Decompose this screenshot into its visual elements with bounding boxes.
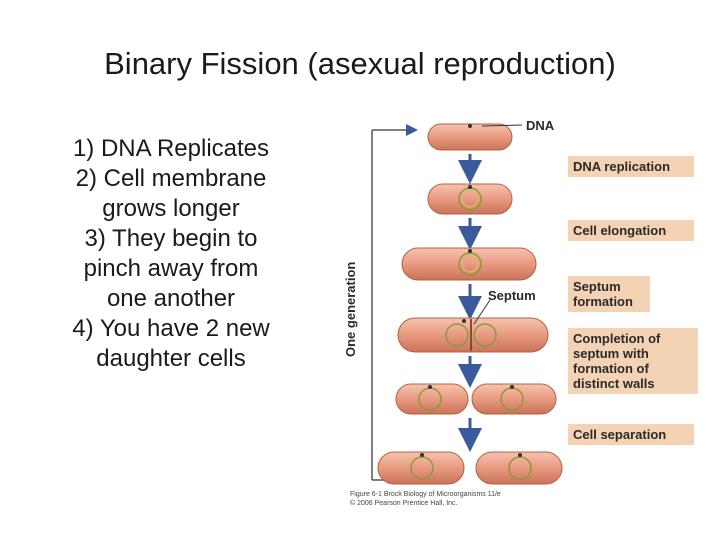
cell-stage-6	[377, 451, 563, 485]
step-line: 1) DNA Replicates	[72, 135, 270, 162]
generation-label: One generation	[343, 261, 358, 357]
fission-illustration	[371, 123, 563, 485]
credit-line-2: © 2006 Pearson Prentice Hall, Inc.	[350, 500, 458, 507]
stage-tag-dna-replication: DNA replication	[568, 156, 694, 177]
slide-title: Binary Fission (asexual reproduction)	[104, 46, 616, 81]
binary-fission-figure: One generation DNA Septum DNA replicatio…	[340, 112, 712, 516]
stage-tag-cell-separation: Cell separation	[568, 424, 694, 445]
step-line: 3) They begin to	[84, 225, 258, 252]
step-line: pinch away from	[83, 255, 259, 282]
cell-stage-4	[397, 299, 549, 353]
step-line: 2) Cell membrane	[75, 165, 267, 192]
generation-bracket	[371, 124, 418, 481]
cell-stage-3	[401, 247, 537, 281]
cell-stage-5	[395, 383, 557, 415]
septum-label: Septum	[488, 288, 536, 303]
step-line: one another	[106, 285, 236, 312]
cell-stage-2	[427, 183, 513, 215]
cell-stage-1	[427, 123, 523, 151]
step-line: 4) You have 2 new	[72, 315, 270, 342]
step-line: grows longer	[102, 195, 240, 222]
stage-tag-septum-formation: Septum formation	[568, 276, 650, 312]
figure-credit: Figure 6-1 Brock Biology of Microorganis…	[350, 490, 501, 508]
stage-tag-completion-of-septum: Completion of septum with formation of d…	[568, 328, 698, 394]
dna-label: DNA	[526, 118, 555, 133]
steps-list: 1) DNA Replicates 2) Cell membrane grows…	[40, 134, 302, 374]
step-line: daughter cells	[96, 345, 246, 372]
credit-line-1: Figure 6-1 Brock Biology of Microorganis…	[350, 491, 501, 498]
stage-tag-cell-elongation: Cell elongation	[568, 220, 694, 241]
